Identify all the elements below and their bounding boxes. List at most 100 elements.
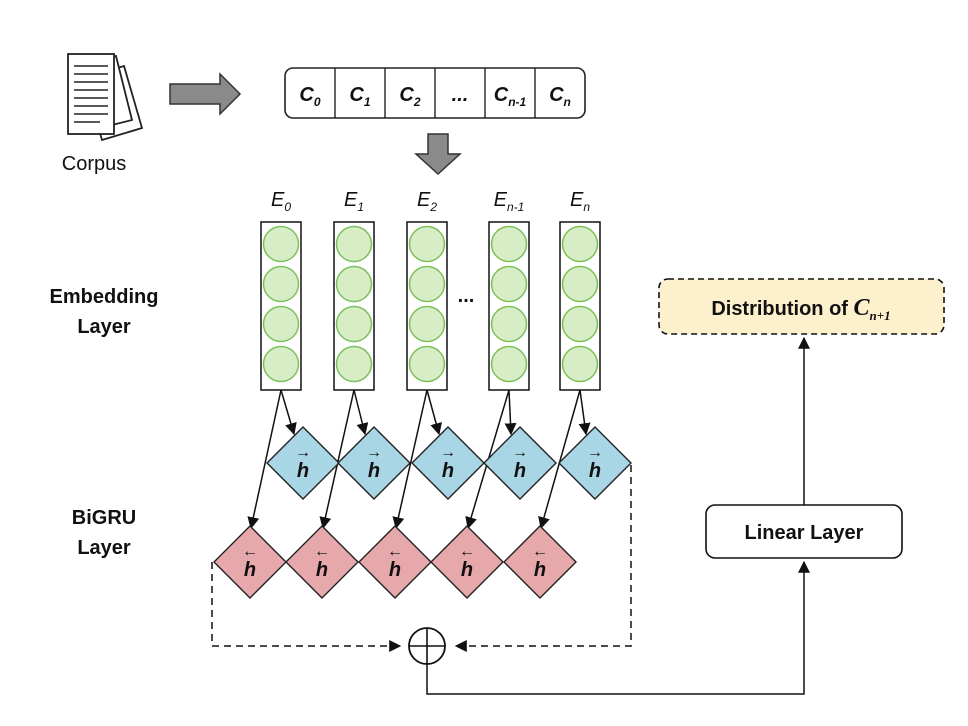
- forward-hidden-symbol: h: [514, 460, 526, 482]
- embedding-to-forward-edge: [578, 389, 591, 436]
- embedding-unit: [561, 345, 599, 383]
- sum-node-icon: [408, 627, 446, 665]
- token-subscript: 1: [364, 95, 371, 109]
- forward-arrow-icon: →: [295, 444, 311, 461]
- token-cell: Cn-1: [494, 84, 527, 109]
- backward-hidden-symbol: h: [389, 559, 401, 581]
- embedding-subscript: n: [583, 200, 590, 214]
- distribution-box: Distribution of Cn+1: [658, 278, 945, 335]
- embedding-unit: [262, 345, 300, 383]
- token-subscript: 0: [314, 95, 321, 109]
- token-base: C: [299, 84, 314, 106]
- embedding-unit: [335, 345, 373, 383]
- backward-hidden-symbol: h: [534, 559, 546, 581]
- forward-arrow-icon: →: [440, 444, 456, 461]
- token-cell: ...: [452, 84, 469, 106]
- token-cell: C1: [349, 84, 370, 109]
- token-cell: Cn: [549, 84, 571, 109]
- token-base: C: [494, 84, 509, 106]
- backward-arrow-icon: ←: [532, 543, 548, 560]
- embedding-column: [488, 221, 530, 391]
- forward-arrow-icon: →: [512, 444, 528, 461]
- token-base: C: [349, 84, 364, 106]
- backward-cell-shape: [285, 525, 359, 599]
- embedding-label: E1: [344, 189, 364, 214]
- backward-cell-shape: [358, 525, 432, 599]
- forward-gru-cell: →h: [558, 426, 632, 500]
- right-arrow-icon: [169, 72, 242, 116]
- embedding-column: [333, 221, 375, 391]
- embedding-column: [559, 221, 601, 391]
- forward-cell-shape: [337, 426, 411, 500]
- embedding-base: E: [271, 189, 285, 211]
- embedding-subscript: 0: [284, 200, 291, 214]
- token-base: ...: [452, 84, 469, 106]
- embedding-label: En: [570, 189, 590, 214]
- sum-to-linear-arrow: [426, 560, 810, 695]
- forward-arrow-icon: →: [366, 444, 382, 461]
- backward-gru-cell: ←h: [430, 525, 504, 599]
- embedding-label: E2: [417, 189, 437, 214]
- embedding-unit: [561, 225, 599, 263]
- embedding-to-backward-edge: [538, 389, 581, 530]
- backward-arrow-icon: ←: [459, 543, 475, 560]
- distribution-label: Distribution of Cn+1: [711, 295, 890, 323]
- forward-cell-shape: [411, 426, 485, 500]
- forward-cell-shape: [483, 426, 557, 500]
- distribution-prefix: Distribution of: [711, 298, 853, 320]
- linear-layer: Linear Layer: [705, 504, 903, 559]
- token-base: C: [399, 84, 414, 106]
- forward-gru-cell: →h: [483, 426, 557, 500]
- corpus-label: Corpus: [62, 153, 126, 175]
- forward-cell-shape: [266, 426, 340, 500]
- forward-hidden-symbol: h: [297, 460, 309, 482]
- embedding-unit: [262, 225, 300, 263]
- backward-cell-shape: [430, 525, 504, 599]
- down-arrow-icon: [414, 133, 462, 176]
- forward-gru-cell: →h: [337, 426, 411, 500]
- concat-paths: [211, 465, 632, 652]
- embedding-unit: [561, 265, 599, 303]
- backward-cell-shape: [503, 525, 577, 599]
- embedding-ellipsis: ...: [458, 285, 475, 307]
- backward-hidden-symbol: h: [244, 559, 256, 581]
- forward-hidden-symbol: h: [368, 460, 380, 482]
- embedding-base: E: [344, 189, 358, 211]
- forward-hidden-symbol: h: [442, 460, 454, 482]
- embedding-unit: [262, 305, 300, 343]
- forward-hidden-symbol: h: [589, 460, 601, 482]
- embedding-label: En-1: [494, 189, 525, 214]
- embedding-to-forward-edge: [504, 389, 517, 436]
- document-stack-icon: [67, 53, 144, 142]
- forward-gru-cell: →h: [266, 426, 340, 500]
- embedding-base: E: [494, 189, 508, 211]
- backward-arrow-icon: ←: [387, 543, 403, 560]
- embedding-to-forward-edge: [426, 389, 442, 436]
- token-cell: C2: [399, 84, 420, 109]
- distribution-variable: C: [854, 295, 871, 321]
- embedding-unit: [335, 265, 373, 303]
- backward-arrow-icon: ←: [314, 543, 330, 560]
- embedding-base: E: [570, 189, 584, 211]
- embedding-unit: [490, 225, 528, 263]
- embedding-layer-label-line2: Layer: [77, 316, 131, 338]
- backward-gru-cell: ←h: [358, 525, 432, 599]
- embedding-unit: [335, 305, 373, 343]
- backward-hidden-symbol: h: [461, 559, 473, 581]
- embedding-unit: [262, 265, 300, 303]
- embedding-subscript: 2: [429, 200, 437, 214]
- embedding-unit: [408, 305, 446, 343]
- forward-arrow-icon: →: [587, 444, 603, 461]
- embedding-unit: [408, 345, 446, 383]
- embedding-subscript: 1: [357, 200, 364, 214]
- token-subscript: n-1: [508, 95, 526, 109]
- embedding-to-backward-edge: [247, 389, 282, 530]
- embedding-unit: [561, 305, 599, 343]
- embedding-unit: [490, 265, 528, 303]
- token-cell: C0: [299, 84, 320, 109]
- bigru-layer-label-line2: Layer: [77, 537, 131, 559]
- embedding-unit: [490, 345, 528, 383]
- forward-cell-shape: [558, 426, 632, 500]
